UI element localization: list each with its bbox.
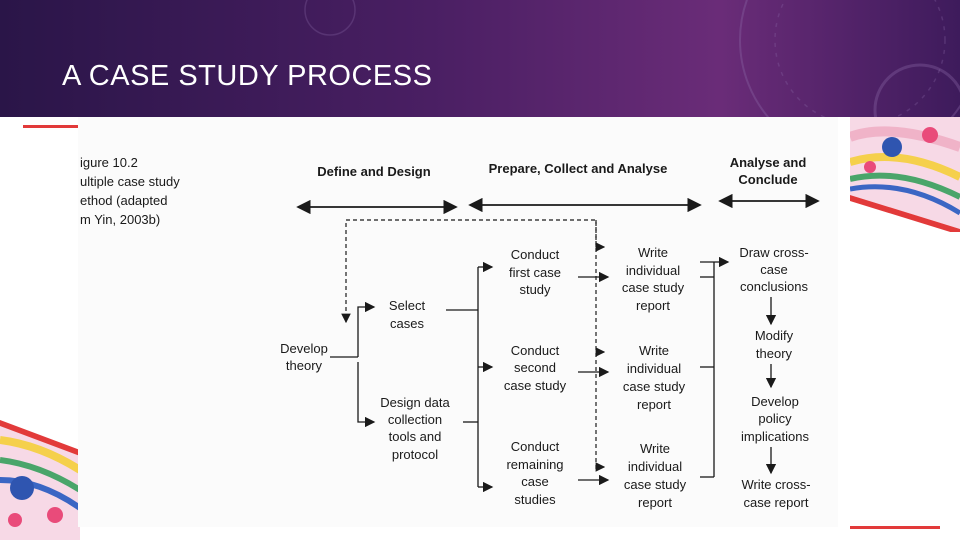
accent-line-left xyxy=(23,125,79,128)
write-report-1-text: report xyxy=(636,298,670,313)
design-data-text: protocol xyxy=(392,447,438,462)
conduct-second-text: case study xyxy=(504,378,567,393)
design-data-text: collection xyxy=(388,412,442,427)
phase-analyse-label: Analyse and xyxy=(730,155,807,170)
write-report-2-text: individual xyxy=(627,361,681,376)
write-report-3-text: individual xyxy=(628,459,682,474)
draw-cross-case-text: Draw cross- xyxy=(739,245,808,260)
box-modify-theory: Modify theory xyxy=(755,328,794,361)
floral-decoration-top-right xyxy=(850,117,960,232)
develop-theory-text: theory xyxy=(286,358,323,373)
write-report-1-text: Write xyxy=(638,245,668,260)
design-data-text: Design data xyxy=(380,395,450,410)
modify-theory-text: Modify xyxy=(755,328,794,343)
write-report-3-text: Write xyxy=(640,441,670,456)
develop-policy-text: implications xyxy=(741,429,809,444)
phase-analyse-label: Conclude xyxy=(738,172,797,187)
conduct-second-text: Conduct xyxy=(511,343,560,358)
box-write-cross-case-report: Write cross- case report xyxy=(741,477,810,510)
conduct-first-text: Conduct xyxy=(511,247,560,262)
write-report-2-text: report xyxy=(637,397,671,412)
conduct-remaining-text: Conduct xyxy=(511,439,560,454)
box-conduct-remaining: Conduct remaining case studies xyxy=(506,439,563,507)
conduct-first-text: study xyxy=(519,282,551,297)
case-study-process-figure: igure 10.2 ultiple case study ethod (ada… xyxy=(78,117,838,527)
caption-line: ethod (adapted xyxy=(80,193,167,208)
floral-decoration-bottom-left xyxy=(0,420,80,540)
box-write-report-3: Write individual case study report xyxy=(624,441,687,510)
develop-policy-text: Develop xyxy=(751,394,799,409)
write-report-1-text: case study xyxy=(622,280,685,295)
write-report-2-text: case study xyxy=(623,379,686,394)
box-write-report-2: Write individual case study report xyxy=(623,343,686,412)
write-report-1-text: individual xyxy=(626,263,680,278)
arrow-to-select xyxy=(357,301,376,357)
page-title: A CASE STUDY PROCESS xyxy=(62,60,433,92)
figure-caption: igure 10.2 ultiple case study ethod (ada… xyxy=(80,155,180,227)
write-cross-case-text: case report xyxy=(743,495,808,510)
develop-policy-text: policy xyxy=(758,411,792,426)
header-decoration xyxy=(304,0,960,117)
conduct-second-text: second xyxy=(514,360,556,375)
write-cross-case-text: Write cross- xyxy=(741,477,810,492)
caption-line: ultiple case study xyxy=(80,174,180,189)
draw-cross-case-text: case xyxy=(760,262,787,277)
box-draw-cross-case: Draw cross- case conclusions xyxy=(739,245,808,294)
write-report-3-text: case study xyxy=(624,477,687,492)
process-diagram: igure 10.2 ultiple case study ethod (ada… xyxy=(80,155,820,510)
box-conduct-second: Conduct second case study xyxy=(504,343,567,393)
conduct-remaining-text: studies xyxy=(514,492,556,507)
conduct-first-text: first case xyxy=(509,265,561,280)
box-conduct-first: Conduct first case study xyxy=(509,247,561,297)
draw-cross-case-text: conclusions xyxy=(740,279,808,294)
caption-line: m Yin, 2003b) xyxy=(80,212,160,227)
phase-prepare-label: Prepare, Collect and Analyse xyxy=(489,161,668,176)
conduct-remaining-text: remaining xyxy=(506,457,563,472)
box-design-data-collection: Design data collection tools and protoco… xyxy=(380,395,450,462)
develop-theory-text: Develop xyxy=(280,341,328,356)
box-develop-theory: Develop theory xyxy=(280,341,328,373)
write-report-3-text: report xyxy=(638,495,672,510)
box-write-report-1: Write individual case study report xyxy=(622,245,685,313)
modify-theory-text: theory xyxy=(756,346,793,361)
conduct-remaining-text: case xyxy=(521,474,548,489)
box-select-cases: Select cases xyxy=(389,298,426,331)
select-cases-text: cases xyxy=(390,316,424,331)
arrow-to-design xyxy=(357,362,376,428)
caption-line: igure 10.2 xyxy=(80,155,138,170)
accent-line-right xyxy=(850,526,940,529)
design-data-text: tools and xyxy=(389,429,442,444)
write-report-2-text: Write xyxy=(639,343,669,358)
box-develop-policy: Develop policy implications xyxy=(741,394,809,444)
slide-header: A CASE STUDY PROCESS xyxy=(0,0,960,117)
phase-define-label: Define and Design xyxy=(317,164,430,179)
select-cases-text: Select xyxy=(389,298,426,313)
